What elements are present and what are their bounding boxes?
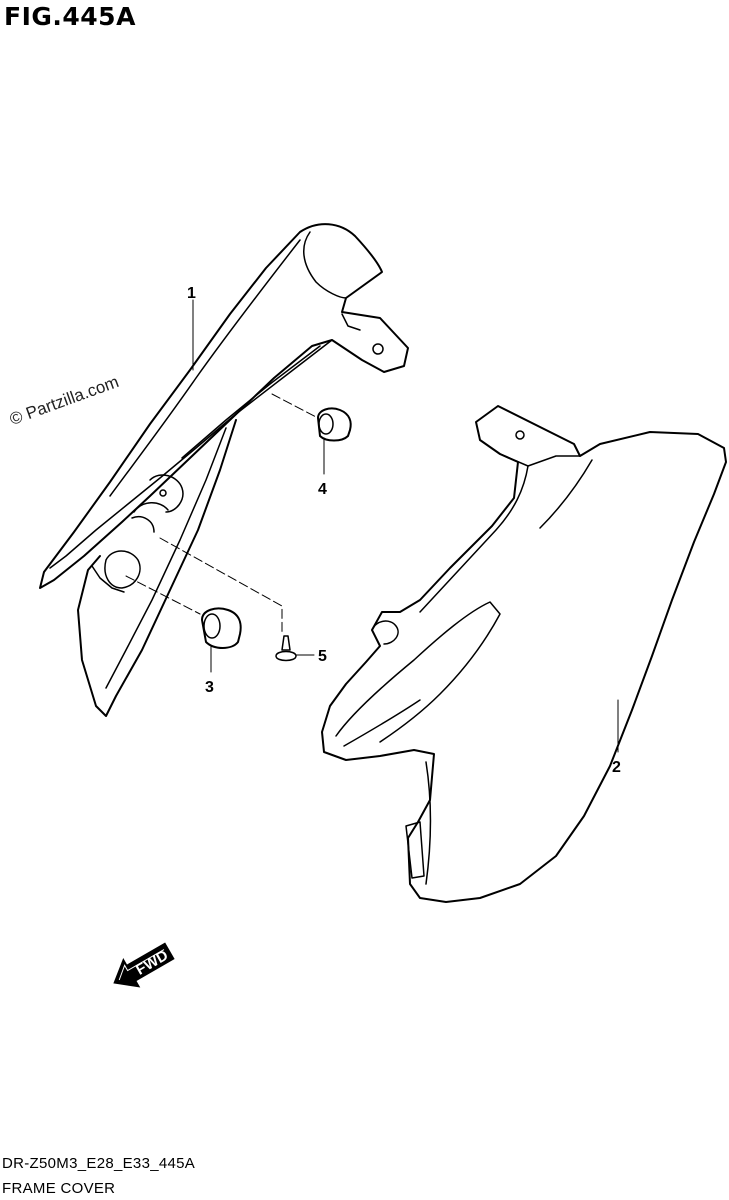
part-2-right-frame-cover	[321, 405, 727, 903]
callout-2: 2	[612, 759, 621, 776]
part-3-grommet	[201, 607, 242, 649]
part-5-screw	[275, 635, 297, 662]
dashed-assembly-lines	[125, 393, 319, 635]
figure-title: FIG.445A	[4, 2, 136, 31]
part-1-left-frame-cover	[39, 223, 409, 717]
diagram-code: DR-Z50M3_E28_E33_445A	[2, 1155, 196, 1172]
callout-4: 4	[318, 481, 327, 498]
part-4-grommet	[317, 407, 352, 442]
callout-5: 5	[318, 648, 327, 665]
callout-3: 3	[205, 679, 214, 696]
fwd-arrow-icon: FWD	[113, 942, 175, 988]
diagram-name: FRAME COVER	[2, 1180, 116, 1197]
callout-1: 1	[187, 285, 196, 302]
leader-lines	[192, 299, 619, 753]
